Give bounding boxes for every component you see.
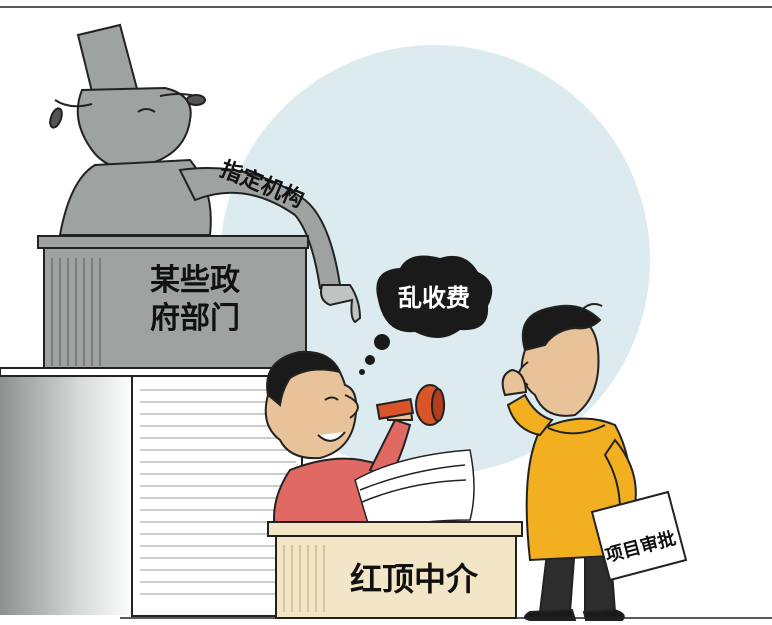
government-official-figure: [49, 23, 362, 324]
government-podium: [37, 235, 309, 369]
thought-bubble: [359, 255, 493, 375]
desk-label: 红顶中介: [350, 560, 479, 598]
approval-paper: [590, 490, 688, 582]
left-wall: [0, 375, 135, 615]
intermediary-desk: [267, 521, 523, 619]
government-label-line1: 某些政: [150, 263, 240, 298]
papers: [354, 449, 475, 531]
thought-text: 乱收费: [398, 284, 470, 312]
government-label-line2: 府部门: [150, 301, 240, 336]
stamp-icon: [375, 384, 445, 426]
